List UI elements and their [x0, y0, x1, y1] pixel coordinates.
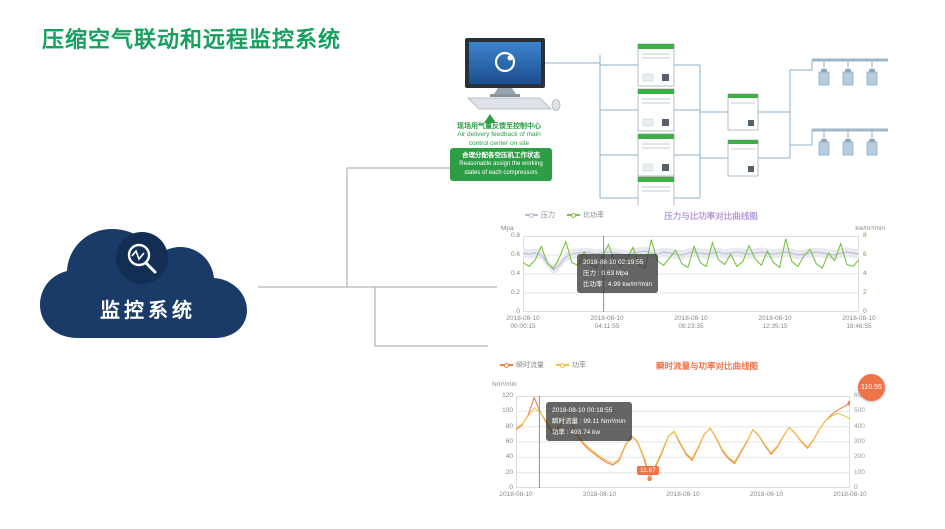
- left-axis-unit: Nm³/min: [492, 381, 517, 388]
- air-device: [866, 138, 878, 156]
- compressor-unit-small: [727, 139, 759, 177]
- tick-label: 0.2: [510, 289, 520, 296]
- monitoring-cloud: 监控系统: [36, 210, 260, 356]
- air-device: [818, 138, 830, 156]
- tick-label: 200: [854, 453, 865, 461]
- legend-item-pressure: 压力: [525, 210, 555, 220]
- tick-label: 04:11:55: [594, 323, 620, 330]
- line-marker-icon: [567, 212, 580, 218]
- air-device: [818, 68, 830, 86]
- left-axis-unit: Mpa: [501, 225, 514, 232]
- tick-label: 400: [854, 422, 865, 430]
- chart-title: 瞬时流量与功率对比曲线图: [655, 361, 758, 371]
- up-arrow-icon: [484, 114, 496, 123]
- tick-label: 100: [502, 407, 513, 415]
- keyboard: [467, 97, 552, 110]
- compressor-unit: [637, 88, 675, 132]
- tick-label: 0: [509, 484, 513, 491]
- system-diagram: [465, 38, 888, 210]
- tick-label: 4: [863, 270, 867, 277]
- assign-note-en2: states of each compressors: [464, 170, 538, 177]
- chart-tooltip: 2018-08-10 00:18:55 瞬时流量 : 99.11 Nm³/min…: [546, 402, 632, 442]
- legend-item-power: 功率: [556, 360, 586, 370]
- tooltip-flow: 瞬时流量 : 99.11 Nm³/min: [552, 418, 626, 426]
- pipe-manifold-top: [812, 58, 888, 86]
- tick-label: 0.4: [510, 270, 520, 277]
- tooltip-power: 功率 : 493.74 kw: [552, 429, 601, 437]
- tick-label: 80: [505, 422, 513, 430]
- feedback-note-en2: control center on site: [468, 140, 530, 148]
- tick-label: 16:46:55: [846, 323, 872, 330]
- feedback-note: 现场用气量反馈至控制中心 Air delivery feedback of ma…: [444, 122, 554, 149]
- cloud-shape: [40, 229, 247, 338]
- feedback-note-cn: 现场用气量反馈至控制中心: [457, 123, 541, 130]
- tick-label: 500: [854, 407, 865, 415]
- flow-end-value-badge: 110.55: [858, 374, 885, 401]
- air-device: [866, 68, 878, 86]
- tooltip-pressure: 压力 : 0.63 Mpa: [583, 270, 629, 278]
- cloud-label: 监控系统: [100, 300, 196, 322]
- tick-label: 6: [863, 251, 867, 258]
- air-device: [842, 138, 854, 156]
- assign-note-en1: Reasonable assign the working: [459, 161, 543, 168]
- tooltip-time: 2018-08-10 00:18:55: [552, 407, 613, 414]
- magnifier-pulse-icon: [116, 232, 168, 284]
- compressor-unit: [637, 133, 675, 177]
- network-lines: [545, 55, 813, 199]
- flow-power-chart: 瞬时流量 功率 瞬时流量与功率对比曲线图 Nm³/min 2018-08-10 …: [488, 356, 886, 508]
- line-marker-icon: [500, 362, 513, 368]
- tick-label: 60: [505, 438, 513, 445]
- chart-legend: 瞬时流量 功率: [500, 360, 586, 370]
- chart-title: 压力与比功率对比曲线图: [664, 211, 758, 221]
- chart-tooltip: 2018-08-10 02:19:55 压力 : 0.63 Mpa 比功率 : …: [577, 254, 658, 294]
- legend-label: 功率: [572, 362, 586, 369]
- pressure-power-chart: 压力 比功率 压力与比功率对比曲线图 Mpa kw/m³/min 2018-08…: [497, 206, 885, 338]
- legend-label: 瞬时流量: [516, 362, 544, 369]
- tick-label: 8: [863, 232, 867, 239]
- control-computer: [465, 38, 561, 111]
- tick-label: 40: [505, 453, 513, 461]
- assign-note-cn: 合理分配各空压机工作状态: [462, 152, 540, 159]
- line-marker-icon: [556, 362, 569, 368]
- flow-low-value-label: 11.87: [637, 466, 659, 475]
- tick-label: 120: [502, 392, 513, 399]
- tick-label: 00:00:15: [510, 323, 536, 330]
- compressor-unit: [637, 43, 675, 87]
- tick-label: 100: [854, 468, 865, 476]
- air-device: [842, 68, 854, 86]
- legend-item-specific-power: 比功率: [567, 210, 604, 220]
- tick-label: 20: [505, 468, 513, 476]
- page-title: 压缩空气联动和远程监控系统: [42, 27, 342, 52]
- line-marker-icon: [525, 212, 538, 218]
- legend-item-flow: 瞬时流量: [500, 360, 544, 370]
- feedback-note-en1: Air delivery feedback of main: [457, 131, 541, 139]
- tick-label: 0: [516, 308, 520, 315]
- mouse: [551, 99, 561, 111]
- plot-area: [522, 235, 860, 317]
- tick-label: 0: [863, 308, 867, 315]
- tick-label: 12:35:15: [762, 323, 788, 330]
- chart-legend: 压力 比功率: [525, 210, 604, 220]
- tick-label: 2: [863, 289, 867, 296]
- pipe-manifold-bottom: [812, 128, 888, 156]
- legend-label: 压力: [541, 212, 555, 219]
- tooltip-specific-power: 比功率 : 4.99 kw/m³/min: [583, 281, 652, 289]
- tick-label: 08:23:35: [678, 323, 704, 330]
- legend-label: 比功率: [583, 212, 604, 219]
- tick-label: 0.6: [510, 251, 520, 258]
- assign-note-box: 合理分配各空压机工作状态 Reasonable assign the worki…: [450, 148, 552, 181]
- tooltip-time: 2018-08-10 02:19:55: [583, 259, 644, 266]
- tick-label: 0.8: [510, 232, 520, 239]
- tick-label: 0: [854, 484, 858, 491]
- compressor-unit-small: [727, 93, 759, 131]
- right-axis-unit: kw/m³/min: [855, 225, 885, 232]
- tick-label: 300: [854, 438, 865, 445]
